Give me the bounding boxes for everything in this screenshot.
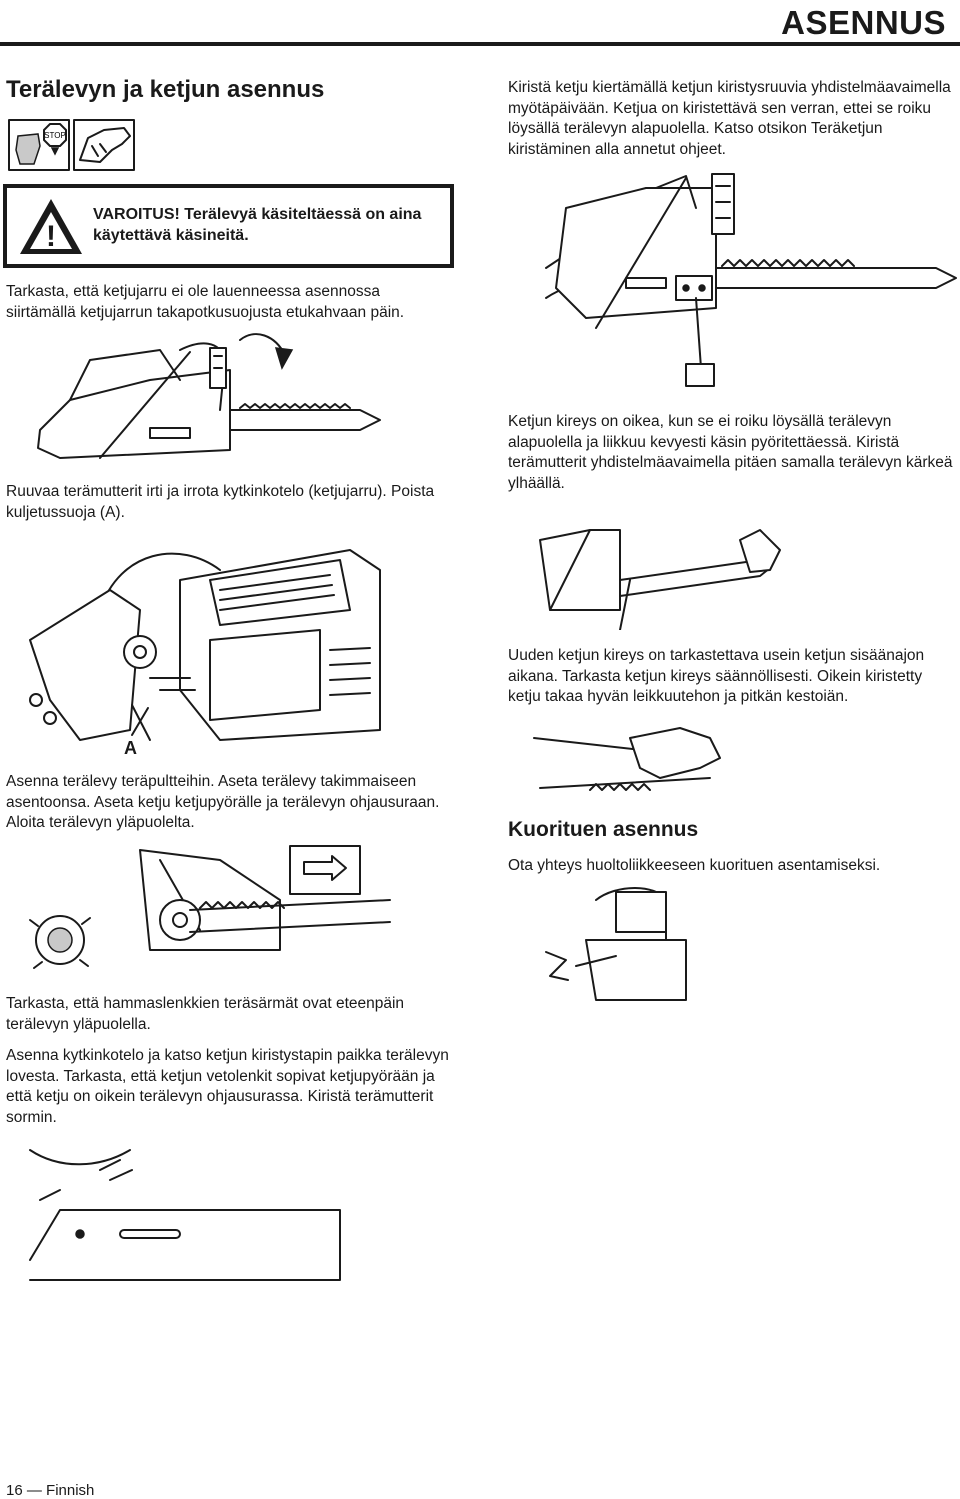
paragraph-bark-support: Ota yhteys huoltoliikkeeseen kuorituen a… — [508, 857, 881, 874]
footer-dash: — — [26, 1482, 42, 1499]
illustration-chain-sprocket — [29, 845, 391, 969]
illustration-tensioning-screw — [545, 173, 957, 387]
header-rule — [0, 42, 960, 46]
illustration-glove-chain — [533, 727, 721, 791]
illustration-chain-brake — [37, 333, 381, 459]
warning-mark: ! — [46, 220, 56, 253]
illustration-bark-support — [545, 887, 687, 1001]
page-header-title: ASENNUS — [781, 4, 946, 41]
footer-language: Finnish — [46, 1482, 95, 1499]
paragraph-mount-bar: Asenna terälevy teräpultteihin. Aseta te… — [6, 773, 440, 831]
illustration-bar-notch — [29, 1149, 341, 1281]
paragraph-tighten-chain: Kiristä ketju kiertämällä ketjun kiristy… — [508, 79, 951, 158]
section-title-bar-chain-mounting: Terälevyn ja ketjun asennus — [6, 76, 325, 103]
arrow-down-icon — [50, 147, 60, 156]
hand-icon — [15, 133, 41, 165]
page-footer: 16 — Finnish — [6, 1482, 94, 1499]
page-number: 16 — [6, 1482, 23, 1499]
paragraph-chain-brake-check: Tarkasta, että ketjujarru ei ole lauenne… — [6, 283, 405, 321]
paragraph-correct-tension: Ketjun kireys on oikea, kun se ei roiku … — [508, 413, 953, 492]
section-title-bark-support: Kuorituen asennus — [508, 818, 699, 841]
warning-text: VAROITUS! Terälevyä käsiteltäessä on ain… — [93, 204, 443, 246]
paragraph-check-teeth: Tarkasta, että hammaslenkkien teräsärmät… — [6, 995, 405, 1033]
stop-sign-text: STOP — [44, 131, 66, 140]
illustration-clutch-cover — [29, 549, 381, 741]
warning-label: VAROITUS! — [93, 206, 180, 223]
warning-message: Terälevyä käsiteltäessä on aina käytettä… — [93, 206, 422, 244]
paragraph-remove-nuts: Ruuvaa terämutterit irti ja irrota kytki… — [6, 483, 435, 521]
paragraph-install-cover: Asenna kytkinkotelo ja katso ketjun kiri… — [6, 1047, 449, 1126]
stop-sign-icon — [43, 123, 67, 147]
glove-icon — [79, 127, 131, 163]
illustration-tension-check — [539, 529, 781, 630]
safety-icons: STOP — [8, 119, 135, 171]
label-transport-guard-A: A — [124, 738, 137, 758]
warning-box: ! VAROITUS! Terälevyä käsiteltäessä on a… — [3, 184, 454, 268]
warning-triangle-icon: ! — [20, 199, 82, 254]
paragraph-new-chain: Uuden ketjun kireys on tarkastettava use… — [508, 647, 925, 705]
